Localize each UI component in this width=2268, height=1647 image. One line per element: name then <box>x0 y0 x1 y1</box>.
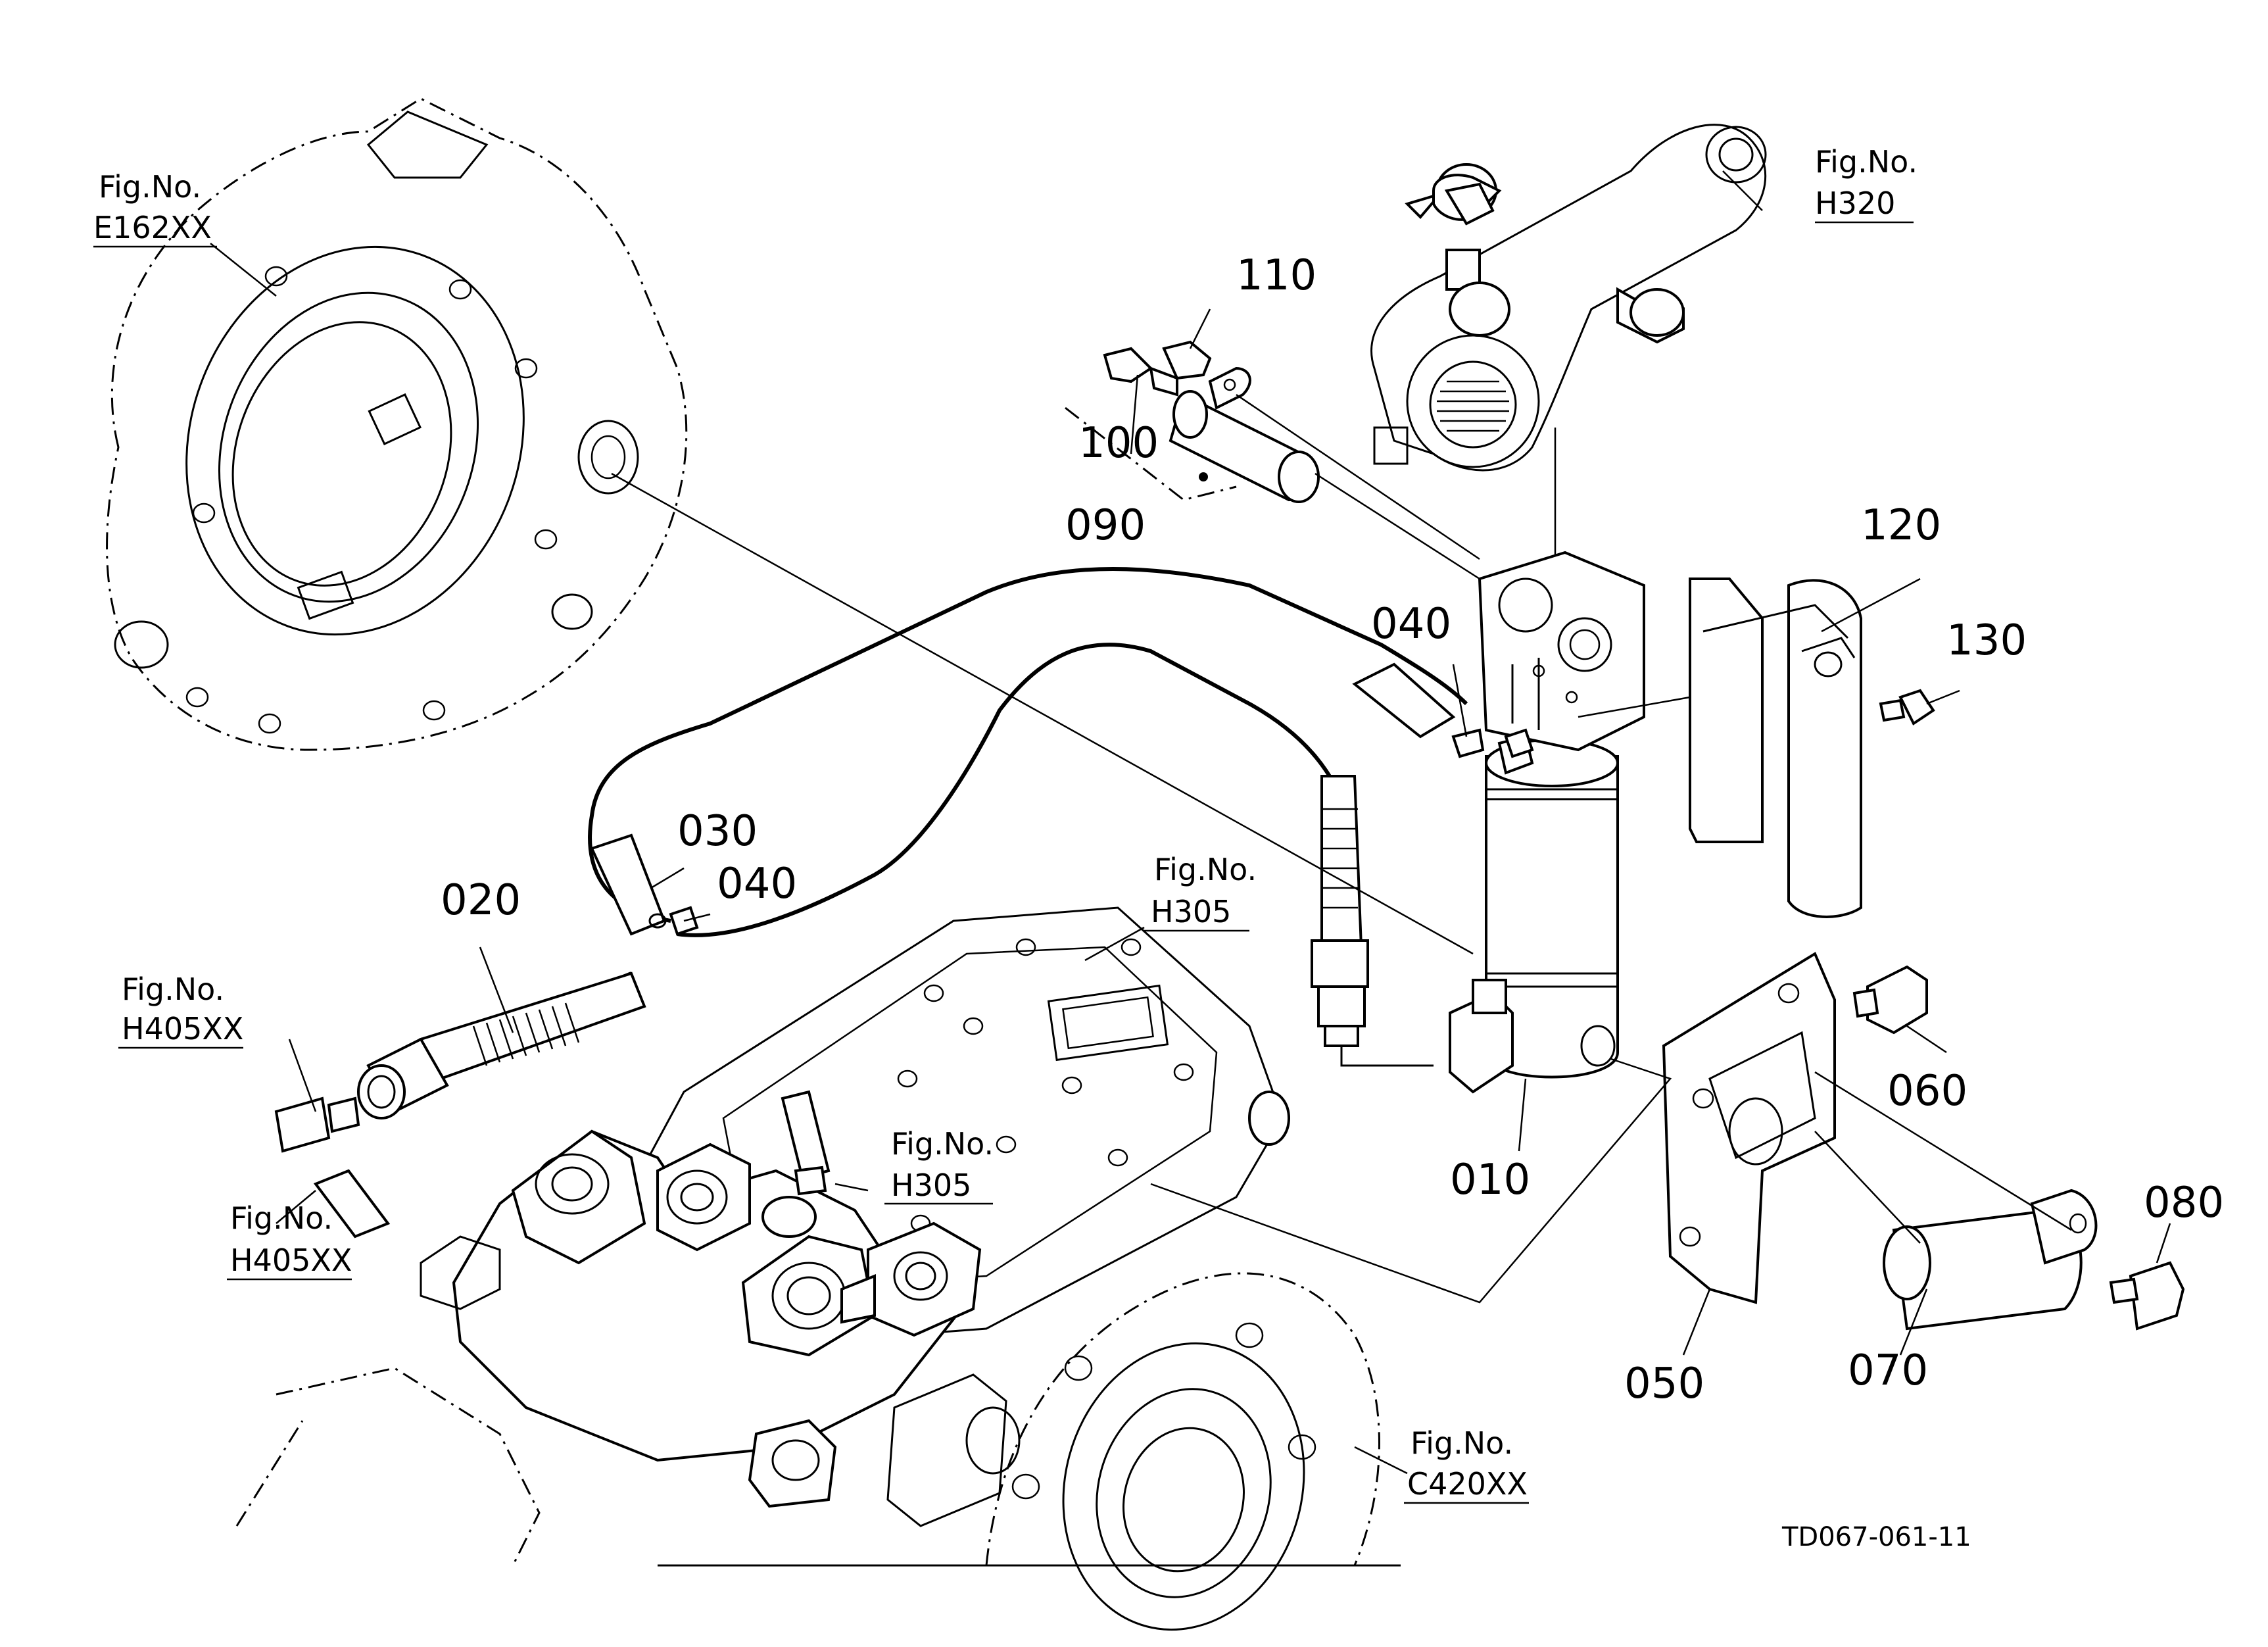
fig-ref-code-e162xx: E162XX <box>93 210 212 245</box>
part-label-120: 120 <box>1861 501 1941 550</box>
part-label-030: 030 <box>677 807 758 856</box>
part-label-010: 010 <box>1450 1156 1530 1204</box>
part-label-080: 080 <box>2144 1179 2224 1227</box>
fig-ref-label-e162xx: Fig.No. <box>99 169 201 205</box>
fig-ref-code-h320: H320 <box>1815 185 1895 221</box>
fig-ref-label-h405xx-top: Fig.No. <box>122 971 224 1007</box>
mounting-bracket-drawing <box>1662 952 2185 1331</box>
fig-ref-label-c420xx: Fig.No. <box>1411 1425 1513 1461</box>
part-label-100: 100 <box>1078 419 1159 468</box>
rear-axle-housing-drawing <box>658 1272 1401 1631</box>
part-label-110: 110 <box>1236 251 1316 300</box>
fig-ref-label-h405xx-bottom: Fig.No. <box>230 1200 333 1236</box>
fig-ref-code-h405xx-bottom: H405XX <box>230 1242 352 1278</box>
fig-ref-label-h320: Fig.No. <box>1815 144 1918 180</box>
part-label-040-lower: 040 <box>717 860 797 908</box>
fig-ref-code-c420xx: C420XX <box>1407 1466 1528 1502</box>
part-label-070: 070 <box>1848 1346 1928 1395</box>
fig-ref-label-h305-mid: Fig.No. <box>891 1126 994 1162</box>
fig-ref-code-h405xx-top: H405XX <box>122 1011 243 1046</box>
control-valve-assembly-drawing <box>235 906 1290 1566</box>
cover-bracket-drawing <box>1689 578 1935 918</box>
part-label-020: 020 <box>441 876 521 925</box>
lift-arm-drawing <box>1370 124 1767 579</box>
part-label-050: 050 <box>1624 1360 1704 1408</box>
fig-ref-code-h305-mid: H305 <box>891 1168 971 1203</box>
fig-ref-code-h305-top: H305 <box>1151 894 1231 929</box>
part-label-040-upper: 040 <box>1371 600 1451 649</box>
leader-lines <box>210 170 2171 1475</box>
pin-and-fittings-drawing <box>1065 340 1480 580</box>
transmission-housing-drawing <box>106 97 688 751</box>
part-number-labels: 110 100 090 120 130 040 030 040 020 060 … <box>441 251 2224 1408</box>
drawing-code: TD067-061-11 <box>1781 1522 1971 1552</box>
part-label-060: 060 <box>1887 1067 1967 1116</box>
part-label-090: 090 <box>1065 501 1146 550</box>
hydraulic-cylinder-drawing <box>1449 551 1645 1094</box>
part-label-130: 130 <box>1946 616 2027 665</box>
fig-ref-label-h305-top: Fig.No. <box>1154 852 1257 887</box>
figure-references: Fig.No. E162XX Fig.No. H320 Fig.No. H305… <box>93 144 1918 1504</box>
